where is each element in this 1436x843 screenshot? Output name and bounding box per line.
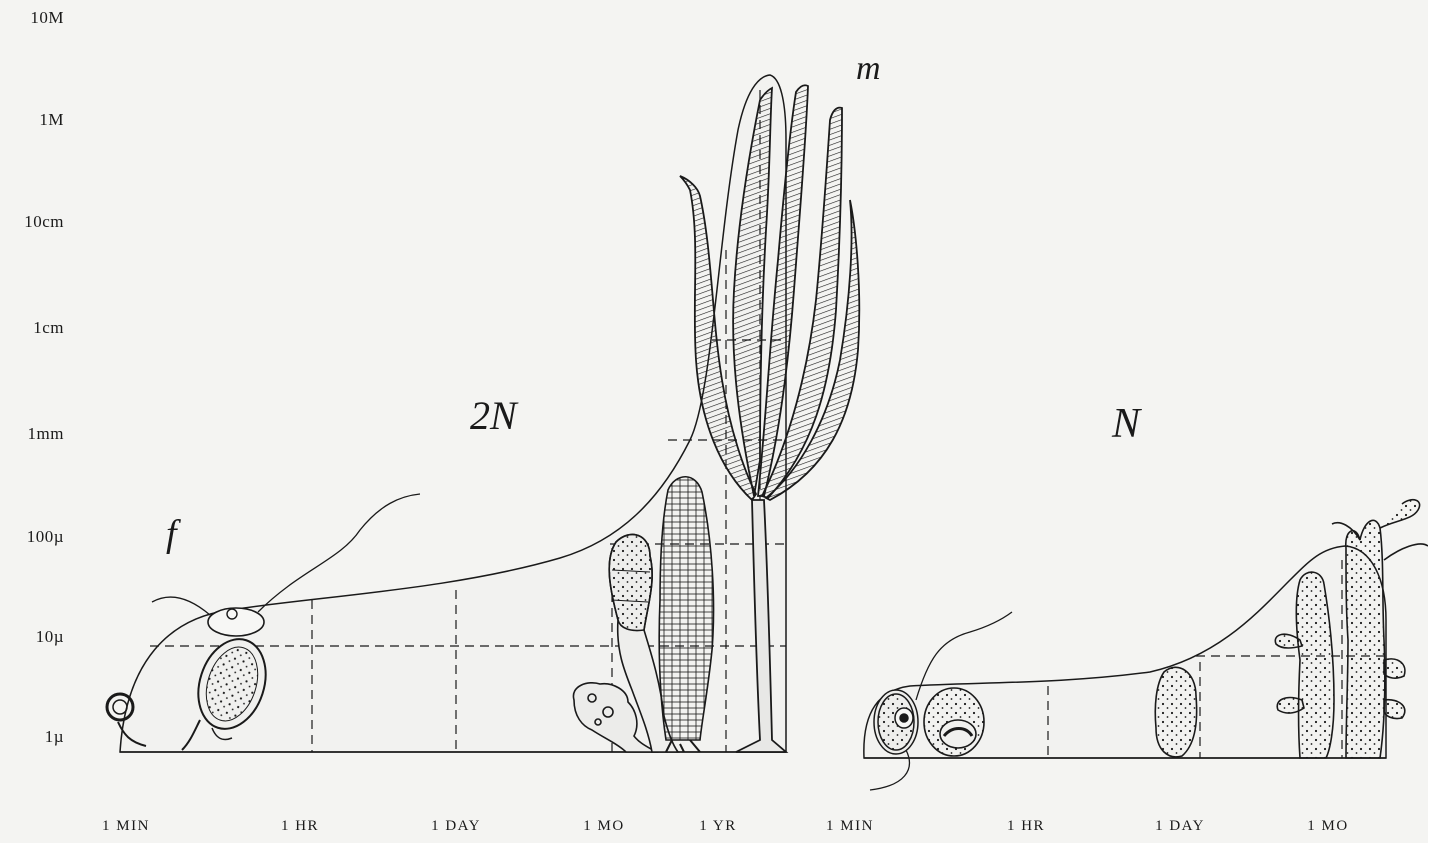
gametophyte-oval-drawing <box>1155 667 1196 757</box>
scan-margin <box>1428 0 1436 843</box>
round-spore-drawing <box>924 688 984 756</box>
branched-gametophyte-drawing <box>1275 500 1428 758</box>
